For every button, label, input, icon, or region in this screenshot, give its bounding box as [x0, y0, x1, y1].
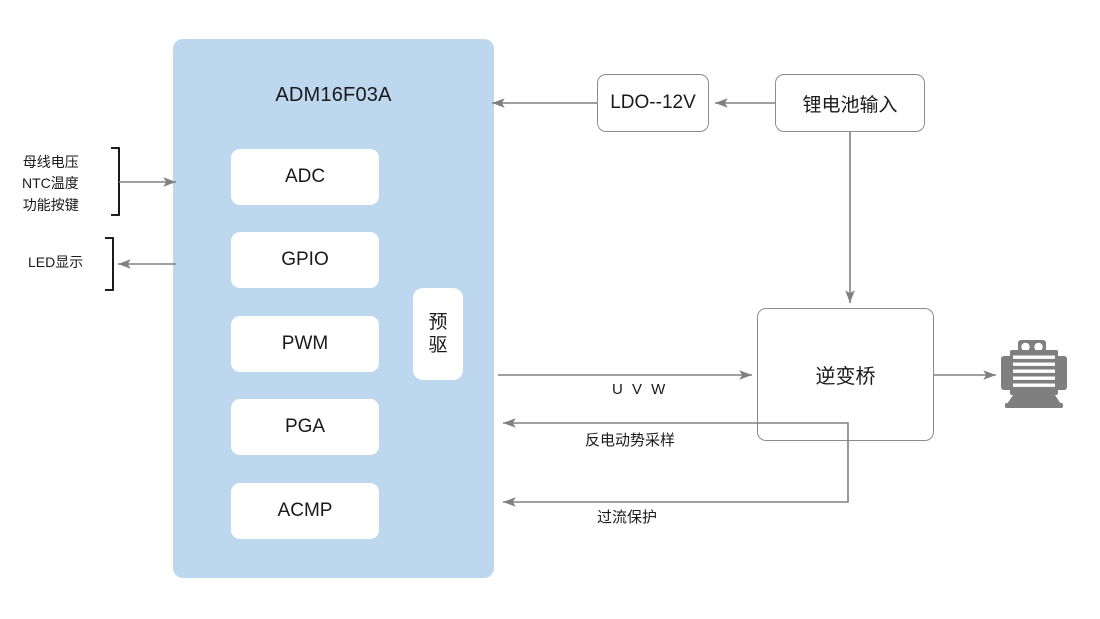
edge-label-overcurrent: 过流保护	[597, 509, 658, 526]
predriver-label-line2: 驱	[428, 335, 448, 356]
peripheral-block-gpio[interactable]: GPIO	[231, 232, 379, 288]
block-ldo[interactable]: LDO--12V	[597, 74, 709, 132]
input-bracket	[111, 147, 176, 216]
predriver-block[interactable]: 预 驱	[413, 288, 463, 380]
output-signal-labels: LED显示	[28, 252, 83, 272]
motor-icon	[1001, 340, 1067, 408]
block-inverter-bridge[interactable]: 逆变桥	[757, 308, 934, 441]
mcu-title: ADM16F03A	[275, 84, 392, 106]
edge-label-uvw: U V W	[612, 381, 668, 398]
input-signal-function-key: 功能按键	[22, 196, 79, 213]
peripheral-block-pga[interactable]: PGA	[231, 399, 379, 455]
predriver-label-line1: 预	[428, 311, 448, 333]
peripheral-block-acmp[interactable]: ACMP	[231, 483, 379, 539]
output-bracket	[105, 237, 176, 291]
edge-label-back-emf: 反电动势采样	[585, 432, 676, 449]
peripheral-block-adc[interactable]: ADC	[231, 149, 379, 205]
wire-overcurrent	[502, 441, 849, 507]
input-signal-bus-voltage: 母线电压	[22, 154, 79, 170]
input-signal-labels: 母线电压 NTC温度 功能按键	[22, 152, 79, 216]
input-signal-ntc-temperature: NTC温度	[22, 175, 79, 192]
wire-back-emf	[502, 418, 849, 441]
peripheral-block-pwm[interactable]: PWM	[231, 316, 379, 372]
output-signal-led-display: LED显示	[28, 254, 84, 270]
block-battery-input[interactable]: 锂电池输入	[775, 74, 925, 132]
